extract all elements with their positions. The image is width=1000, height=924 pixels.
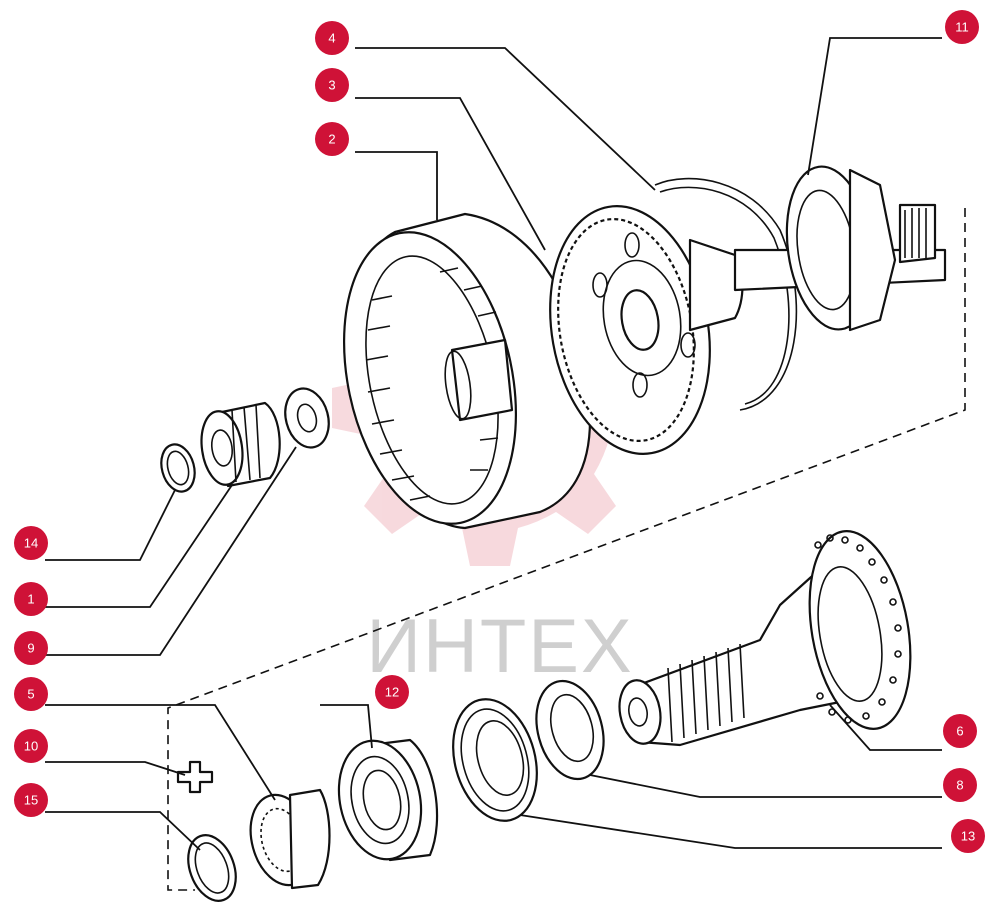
svg-text:9: 9 (27, 641, 34, 656)
svg-text:3: 3 (328, 78, 335, 93)
ring-gear (342, 212, 592, 530)
svg-text:2: 2 (328, 132, 335, 147)
snap-ring-large (654, 177, 798, 411)
watermark-text: ИНТЕХ (366, 604, 633, 689)
callout-6: 6 (943, 714, 977, 748)
callout-3: 3 (315, 68, 349, 102)
svg-text:13: 13 (961, 829, 975, 844)
svg-text:12: 12 (385, 685, 399, 700)
circlip (187, 834, 237, 902)
svg-text:14: 14 (24, 536, 38, 551)
splined-nut (249, 788, 331, 890)
carrier-gear (549, 205, 744, 455)
callout-2: 2 (315, 122, 349, 156)
svg-text:1: 1 (27, 592, 34, 607)
cross-key (176, 760, 214, 794)
flange-bolt-holes (814, 534, 902, 724)
callout-8: 8 (943, 768, 977, 802)
leader-lines (45, 37, 942, 851)
callout-15: 15 (14, 783, 48, 817)
small-circlip (160, 443, 196, 493)
callout-14: 14 (14, 526, 48, 560)
flange-shaft (618, 530, 912, 747)
spline-gear (200, 401, 281, 488)
thrust-washer (284, 387, 330, 449)
callout-4: 4 (315, 21, 349, 55)
callout-10: 10 (14, 729, 48, 763)
svg-text:5: 5 (27, 687, 34, 702)
svg-text:11: 11 (955, 20, 969, 35)
seal-ring (535, 679, 605, 781)
callout-9: 9 (14, 631, 48, 665)
ball-bearing (337, 738, 439, 862)
svg-text:10: 10 (24, 739, 38, 754)
oil-seal (452, 698, 538, 822)
callout-11: 11 (945, 10, 979, 44)
svg-text:8: 8 (956, 778, 963, 793)
callout-5: 5 (14, 677, 48, 711)
callout-13: 13 (951, 819, 985, 853)
svg-text:4: 4 (328, 31, 335, 46)
assembly-axis (167, 208, 966, 891)
callout-1: 1 (14, 582, 48, 616)
tapered-bearing (733, 165, 947, 332)
svg-text:6: 6 (956, 724, 963, 739)
callout-12: 12 (375, 675, 409, 709)
svg-text:15: 15 (24, 793, 38, 808)
